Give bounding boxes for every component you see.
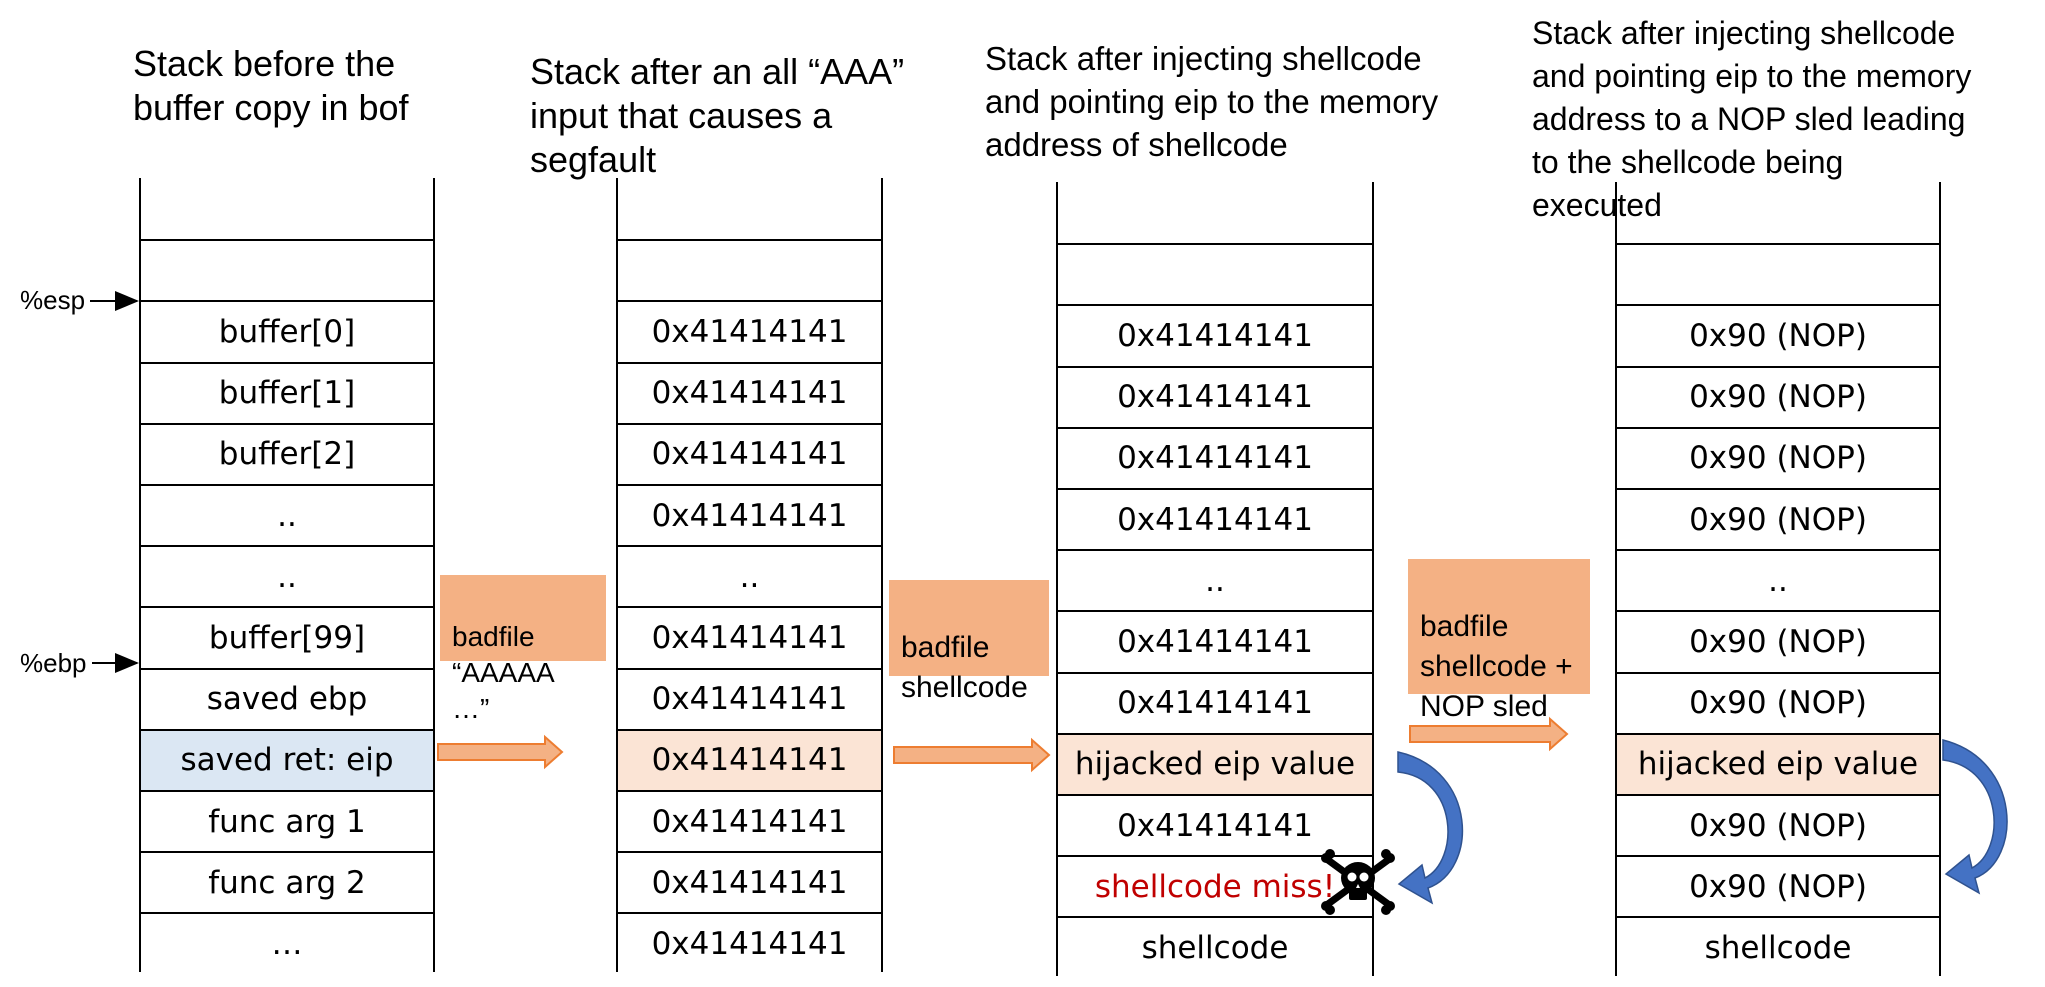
transition-box-aaa: badfile “AAAAA …” xyxy=(440,575,606,724)
stack-cell: .. xyxy=(141,484,433,545)
stack-cell: 0x41414141 xyxy=(618,484,881,545)
stack-cell: 0x90 (NOP) xyxy=(1617,794,1939,855)
transition-arrow-1-icon xyxy=(437,734,564,770)
stack-cell: 0x90 (NOP) xyxy=(1617,855,1939,916)
stack-cell-empty xyxy=(141,239,433,300)
title-stack-after-shellcode: Stack after injecting shellcode and poin… xyxy=(985,40,1439,163)
stack-cell: .. xyxy=(1058,549,1372,610)
transition-box-shellcode: badfile shellcode xyxy=(889,580,1049,704)
stack-cell: .. xyxy=(1617,549,1939,610)
stack-cell: 0x41414141 xyxy=(1058,610,1372,671)
stack-cell: hijacked eip value xyxy=(1058,732,1372,794)
stack-cell: 0x90 (NOP) xyxy=(1617,610,1939,671)
stack-cell: saved ret: eip xyxy=(141,728,433,790)
stack-cell: 0x41414141 xyxy=(1058,426,1372,488)
stack-cell: 0x41414141 xyxy=(618,790,881,851)
stack-cell: shellcode xyxy=(1617,916,1939,977)
ebp-label: %ebp xyxy=(20,648,87,678)
stack-cell-empty xyxy=(141,178,433,239)
curved-arrow-miss-icon xyxy=(1397,751,1464,905)
stack-cell: 0x41414141 xyxy=(1058,794,1372,855)
stack-cell: 0x90 (NOP) xyxy=(1617,671,1939,733)
stack-cell: func arg 1 xyxy=(141,790,433,851)
title-stack-nop-sled: Stack after injecting shellcode and poin… xyxy=(1532,15,1972,223)
stack-cell-empty xyxy=(1617,182,1939,243)
stack-cell: 0x41414141 xyxy=(1058,488,1372,549)
stack-cell-empty xyxy=(1617,243,1939,304)
stack-cell: buffer[2] xyxy=(141,422,433,484)
stack-cell: 0x90 (NOP) xyxy=(1617,488,1939,549)
stack-cell: 0x90 (NOP) xyxy=(1617,365,1939,427)
stack-cell: 0x41414141 xyxy=(618,667,881,729)
stack-cell-empty xyxy=(1058,243,1372,304)
transition-arrow-2-icon xyxy=(893,737,1051,773)
transition-box-nop-sled: badfile shellcode + NOP sled xyxy=(1408,559,1590,723)
stack-cell: buffer[0] xyxy=(141,300,433,361)
stack-cell: .. xyxy=(618,545,881,606)
stack-cell: 0x41414141 xyxy=(618,912,881,973)
stack-cell: … xyxy=(141,912,433,973)
stack-cell: buffer[99] xyxy=(141,606,433,667)
stack-cell: 0x90 (NOP) xyxy=(1617,304,1939,365)
stack-cell: 0x41414141 xyxy=(618,728,881,790)
title-stack-after-aaa: Stack after an all “AAA” input that caus… xyxy=(530,51,905,180)
esp-label: %esp xyxy=(20,285,86,315)
stack-cell: saved ebp xyxy=(141,667,433,729)
curved-arrow-nop-icon xyxy=(1942,739,2008,895)
stack-cell: 0x90 (NOP) xyxy=(1617,426,1939,488)
stack-cell-empty xyxy=(618,239,881,300)
stack-cell-empty xyxy=(618,178,881,239)
stack-cell: 0x41414141 xyxy=(618,851,881,912)
stack-cell: 0x41414141 xyxy=(1058,365,1372,427)
stack-cell-empty xyxy=(1058,182,1372,243)
transition-label-nop-sled: badfile shellcode + NOP sled xyxy=(1420,610,1573,723)
stack-cell: .. xyxy=(141,545,433,606)
stack-cell: shellcode xyxy=(1058,916,1372,977)
stack-cell: 0x41414141 xyxy=(618,606,881,667)
title-stack-before: Stack before the buffer copy in bof xyxy=(133,43,409,128)
stack-cell: shellcode miss! xyxy=(1058,855,1372,916)
transition-label-aaa: badfile “AAAAA …” xyxy=(452,621,555,724)
stack-cell: 0x41414141 xyxy=(1058,304,1372,365)
stack-cell: func arg 2 xyxy=(141,851,433,912)
stack-cell: 0x41414141 xyxy=(618,422,881,484)
stack-cell: hijacked eip value xyxy=(1617,732,1939,794)
stack-cell: 0x41414141 xyxy=(1058,671,1372,733)
stack-cell: 0x41414141 xyxy=(618,361,881,423)
stack-nop-sled: 0x90 (NOP)0x90 (NOP)0x90 (NOP)0x90 (NOP)… xyxy=(1615,182,1941,976)
transition-label-shellcode: badfile shellcode xyxy=(901,631,1028,704)
stack-before: buffer[0]buffer[1]buffer[2]....buffer[99… xyxy=(139,178,435,972)
stack-cell: buffer[1] xyxy=(141,361,433,423)
stack-cell: 0x41414141 xyxy=(618,300,881,361)
